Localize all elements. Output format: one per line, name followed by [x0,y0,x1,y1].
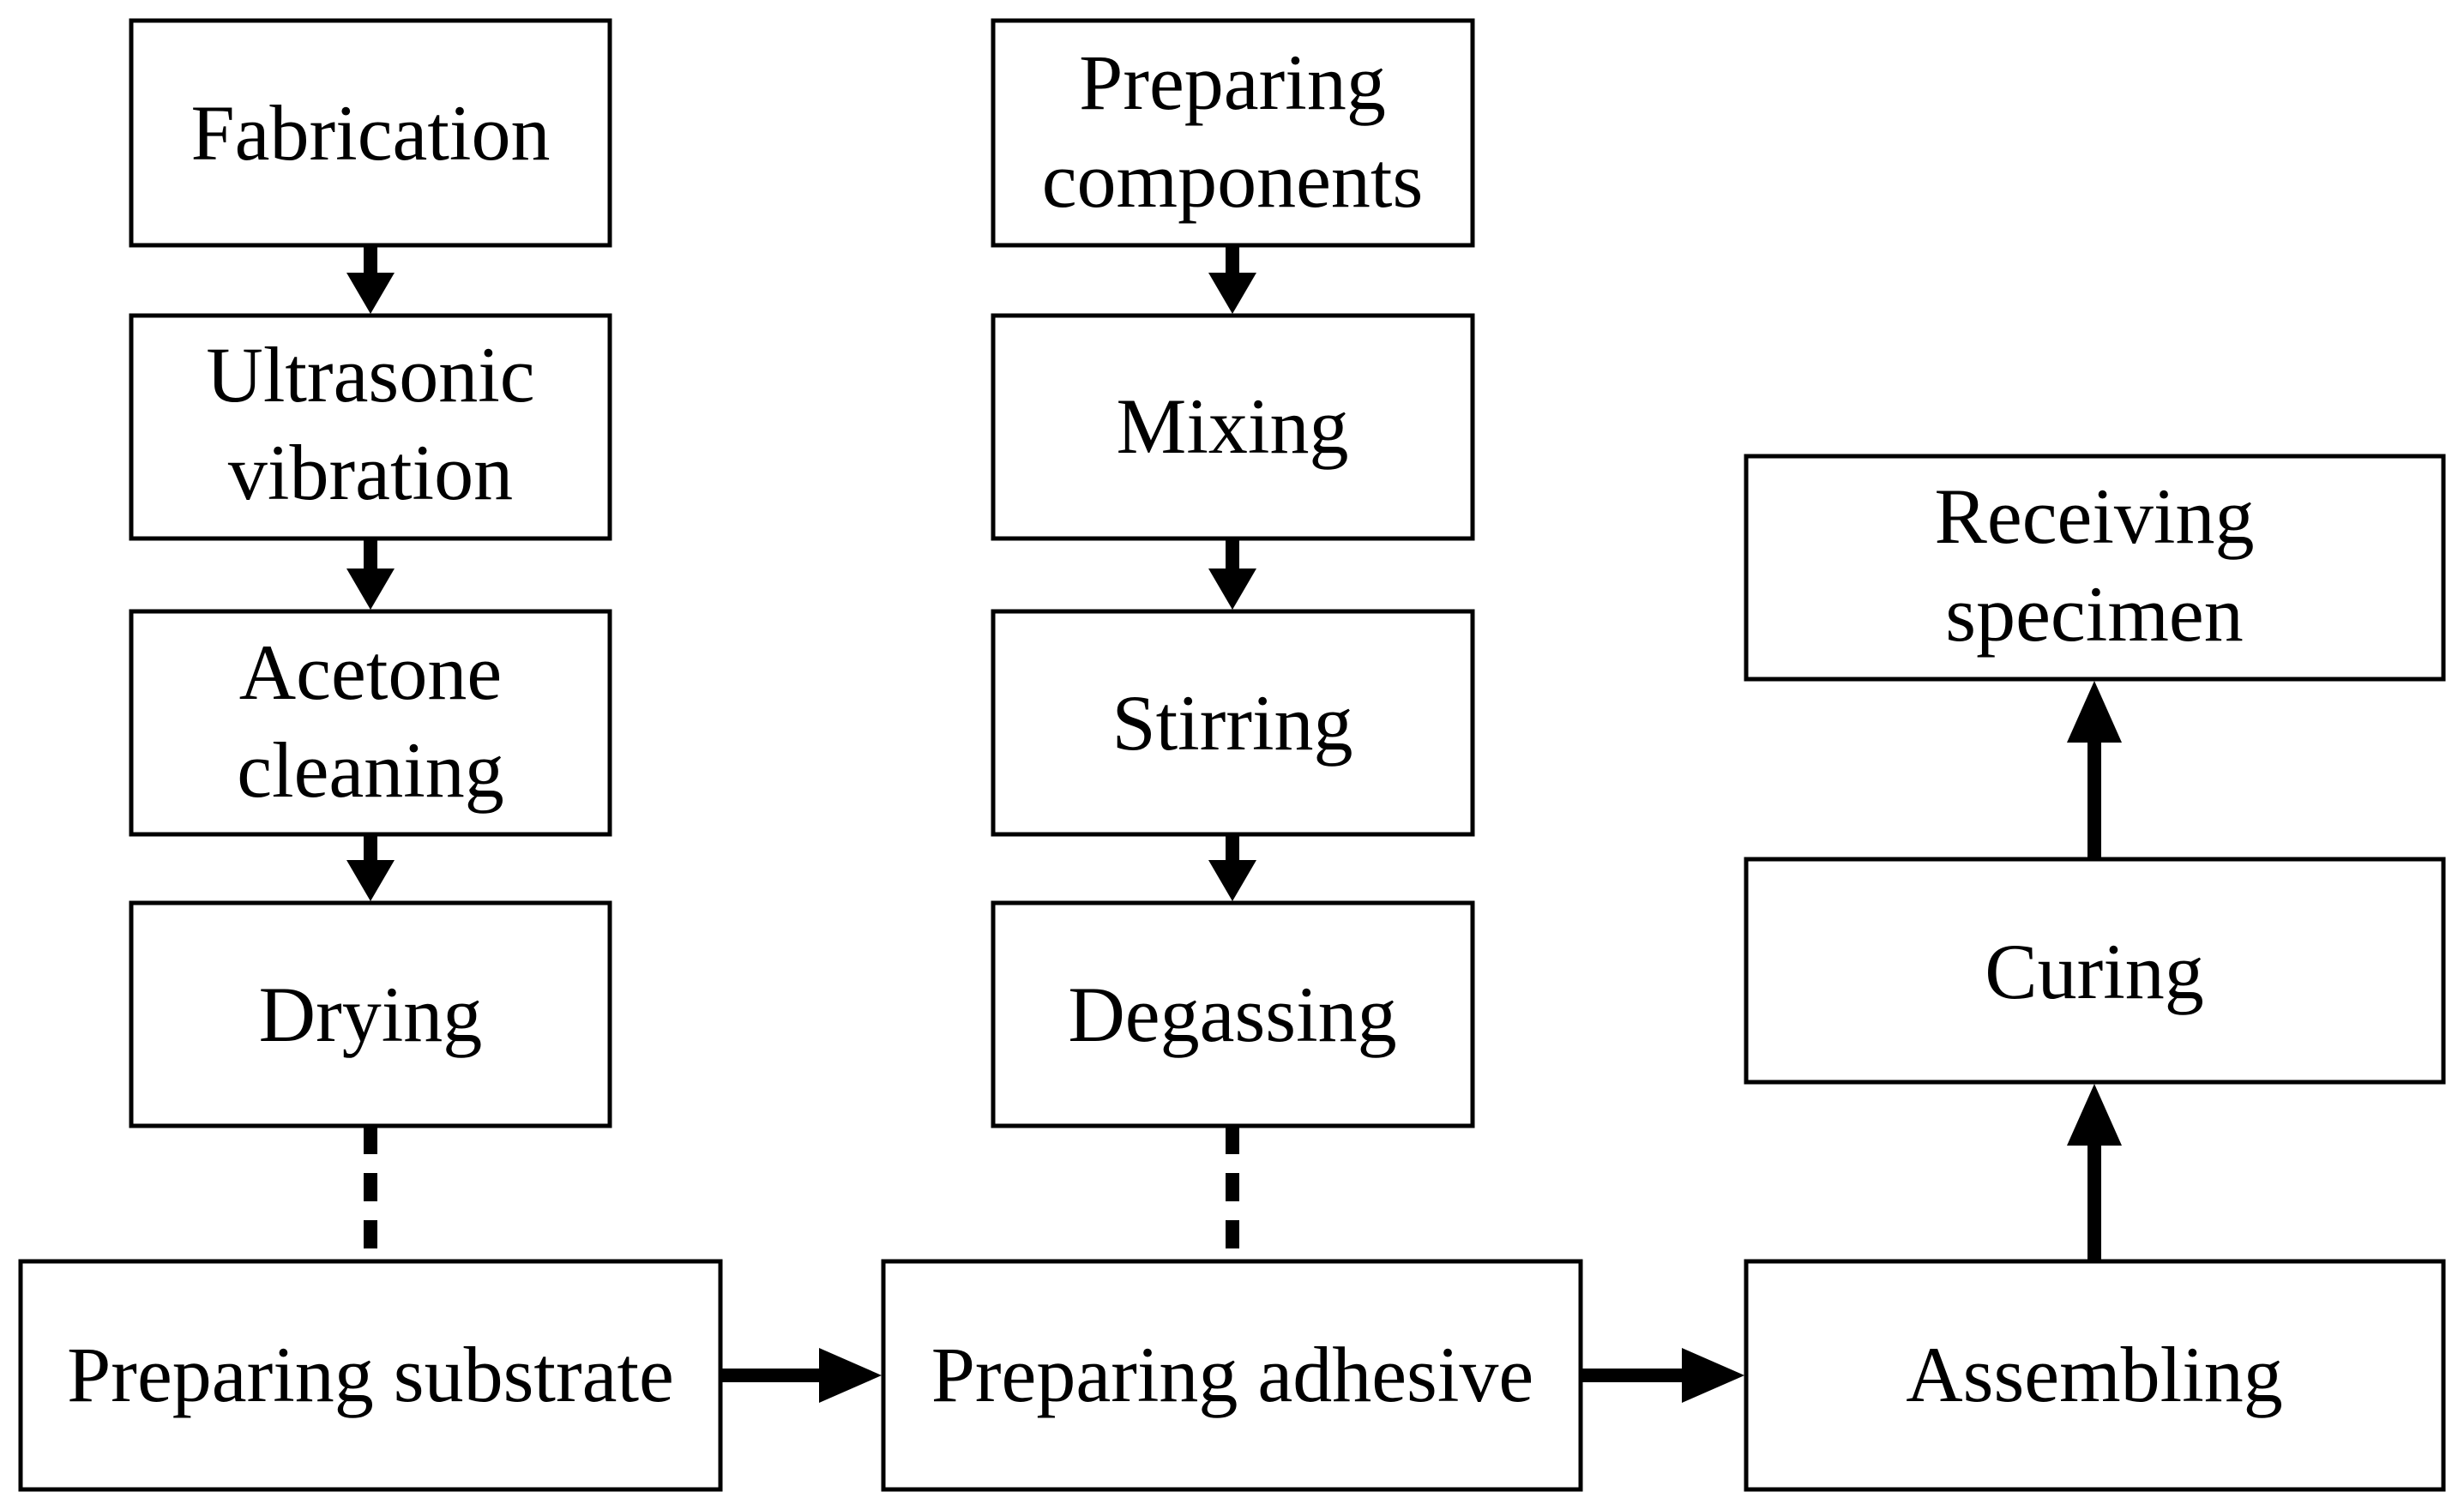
arrow-assembling-to-curing [2067,1084,2122,1261]
arrow-ultrasonic-to-acetone [346,538,395,610]
arrow-curing-to-receiving [2067,681,2122,859]
arrow-mixing-to-stirring [1208,538,1256,610]
node-ultrasonic-label-line1: Ultrasonic [206,331,534,418]
node-preparing-components: Preparing components [991,18,1475,248]
node-prep-substrate-label: Preparing substrate [67,1331,674,1418]
node-stirring: Stirring [991,609,1475,837]
node-ultrasonic-label-line2: vibration [228,429,513,516]
node-prep-components-label-line2: components [1042,136,1424,224]
arrow-adhesive-to-assembling [1582,1348,1744,1403]
node-drying: Drying [129,900,612,1128]
node-prep-adhesive-label: Preparing adhesive [931,1331,1534,1418]
node-acetone-cleaning: Acetone cleaning [129,609,612,837]
node-receiving-label-line2: specimen [1945,570,2243,658]
node-acetone-label-line2: cleaning [237,726,504,814]
node-acetone-label-line1: Acetone [239,629,503,716]
arrow-substrate-to-adhesive [722,1348,882,1403]
node-mixing-label: Mixing [1117,382,1349,470]
node-receiving-label-line1: Receiving [1935,472,2255,560]
node-assembling-label: Assembling [1906,1331,2283,1418]
node-stirring-label: Stirring [1112,679,1352,767]
node-fabrication-label: Fabrication [191,89,551,177]
node-curing-label: Curing [1985,928,2204,1015]
node-preparing-substrate: Preparing substrate [18,1259,723,1492]
node-assembling: Assembling [1744,1259,2446,1492]
arrow-stirring-to-degassing [1208,834,1256,901]
node-curing: Curing [1744,857,2446,1085]
node-drying-label: Drying [259,971,483,1058]
node-mixing: Mixing [991,313,1475,541]
node-fabrication: Fabrication [129,18,612,248]
node-receiving-specimen: Receiving specimen [1744,454,2446,682]
arrow-components-to-mixing [1208,245,1256,314]
node-prep-components-label-line1: Preparing [1079,39,1386,126]
node-degassing-label: Degassing [1068,971,1396,1058]
arrow-fabrication-to-ultrasonic [346,245,395,314]
node-degassing: Degassing [991,900,1475,1128]
node-ultrasonic-vibration: Ultrasonic vibration [129,313,612,541]
arrow-acetone-to-drying [346,834,395,901]
node-preparing-adhesive: Preparing adhesive [881,1259,1583,1492]
